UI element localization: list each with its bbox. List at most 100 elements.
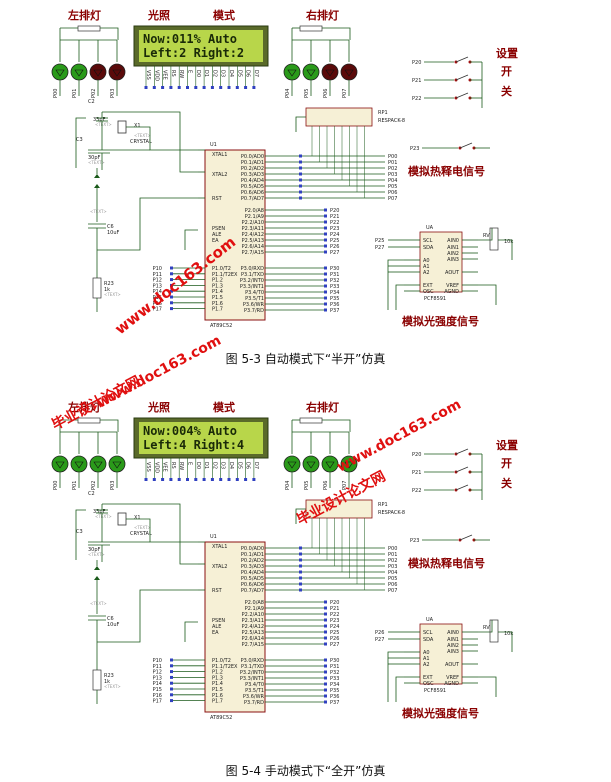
switch-title-2: 开 <box>501 457 512 470</box>
pin-marker <box>170 278 173 282</box>
pin-marker <box>170 295 173 299</box>
wire <box>102 111 198 173</box>
pin-marker <box>299 154 302 158</box>
mcu-pin-xtal2: XTAL2 <box>212 564 227 570</box>
left-led-net: P00 <box>53 89 59 98</box>
mcu-pin-rst: RST <box>212 588 223 594</box>
adc-pin-left: SCL <box>423 238 433 244</box>
lcd-pin-label: D2 <box>211 462 217 469</box>
right-led-net: P05 <box>304 89 310 98</box>
mcu-pin-p0: P0.5/AD5 <box>241 576 264 582</box>
net-p1: P12 <box>153 670 162 676</box>
mcu-pin-p1: P1.1/T2EX <box>212 272 238 278</box>
right-led-icon <box>340 63 358 81</box>
mcu-ref: U1 <box>210 142 217 148</box>
text-tag: <TEXT> <box>88 552 105 557</box>
adc-pin-right: AOUT <box>445 662 460 668</box>
r23-value: 1k <box>104 679 110 685</box>
switch-title-3: 关 <box>501 476 512 490</box>
left-led-net: P03 <box>110 89 116 98</box>
adc-pin-right: AGND <box>444 289 459 295</box>
right-resistor <box>299 417 323 424</box>
crystal-icon <box>117 512 127 526</box>
lcd-pin-label: D2 <box>211 70 217 77</box>
lcd-pin-label: D7 <box>253 462 259 469</box>
adc-net-sda: P27 <box>375 245 384 251</box>
mcu-chip <box>204 541 266 713</box>
mcu-pin-p0: P0.0/AD0 <box>241 154 264 160</box>
net-p3: P31 <box>330 272 339 278</box>
net-p1: P13 <box>153 675 162 681</box>
net-p3: P34 <box>330 682 339 688</box>
rv-value: 10k <box>504 631 513 637</box>
net-p3: P30 <box>330 266 339 272</box>
wire <box>387 259 404 310</box>
right-led-icon <box>283 63 301 81</box>
mcu-pin-p3: P3.6/WR <box>243 694 265 700</box>
pin-marker <box>324 642 327 646</box>
lcd-pin-label: D4 <box>228 70 234 77</box>
net-p2: P21 <box>330 214 339 220</box>
left-led-icon <box>89 63 107 81</box>
pin-marker <box>299 558 302 562</box>
text-tag: <TEXT> <box>134 133 151 138</box>
adc-pin-right: AGND <box>444 681 459 687</box>
mcu-pin-p0: P0.7/AD7 <box>241 196 264 202</box>
net-p3: P33 <box>330 676 339 682</box>
net-p0: P07 <box>388 588 397 594</box>
left-led-icon <box>108 455 126 473</box>
mcu-pin-ea: EA <box>212 238 219 244</box>
lcd-pin-label: D1 <box>203 70 209 77</box>
adc-pin-left: A0 <box>423 258 430 264</box>
net-p1: P11 <box>153 664 162 670</box>
net-p2: P24 <box>330 232 339 238</box>
diode-symbol-icon <box>93 69 103 77</box>
wire <box>322 27 351 40</box>
wire <box>75 117 86 168</box>
lcd-pin-marker <box>186 478 189 481</box>
lcd-pin-label: D3 <box>220 70 226 77</box>
mcu-pin-p0: P0.3/AD3 <box>241 172 264 178</box>
adc-pin-left: EXT <box>423 675 433 681</box>
right-led-net: P06 <box>323 89 329 98</box>
right-led-net: P07 <box>342 481 348 490</box>
wire <box>478 228 493 241</box>
pin-marker <box>299 546 302 550</box>
wire <box>395 284 404 310</box>
mcu-pin-p2: P2.0/A8 <box>245 208 264 214</box>
mcu-pin-p3: P3.2/INT0 <box>240 278 264 284</box>
pin-marker <box>170 266 173 270</box>
net-p1: P15 <box>153 687 162 693</box>
net-p1: P12 <box>153 278 162 284</box>
pin-marker <box>324 658 327 662</box>
mcu-pin-p2: P2.2/A10 <box>242 612 264 618</box>
lcd-pin-marker <box>202 86 206 89</box>
diode-symbol-icon <box>306 69 316 77</box>
adc-pin-right: AIN3 <box>447 257 459 263</box>
crystal-ref: X1 <box>134 515 141 521</box>
left-lights-title: 左排灯 <box>67 400 101 414</box>
pin-marker <box>299 588 302 592</box>
lcd-pin-label: D0 <box>195 462 201 469</box>
lcd-pin-label: VEE <box>162 70 168 80</box>
lcd-pin-marker <box>210 86 214 89</box>
net-p1: P16 <box>153 693 162 699</box>
mode-title: 模式 <box>213 400 235 414</box>
pin-marker <box>324 700 327 704</box>
net-p1: P11 <box>153 272 162 278</box>
lcd-pin-marker <box>252 86 256 89</box>
wire <box>455 74 469 81</box>
c3-value: 30pF <box>88 155 101 161</box>
wire <box>184 229 198 250</box>
pin-marker <box>170 283 173 287</box>
lcd-pin-marker <box>152 86 156 89</box>
left-led-net: P03 <box>110 481 116 490</box>
lcd-pin-label: VDD <box>153 70 159 81</box>
lcd-pin-marker <box>244 86 248 89</box>
pin-marker <box>299 190 302 194</box>
mcu-pin-p0: P0.2/AD2 <box>241 166 264 172</box>
pin-marker <box>170 307 173 311</box>
net-p2: P22 <box>330 220 339 226</box>
adc-pin-left: EXT <box>423 283 433 289</box>
mcu-pin-p0: P0.2/AD2 <box>241 558 264 564</box>
